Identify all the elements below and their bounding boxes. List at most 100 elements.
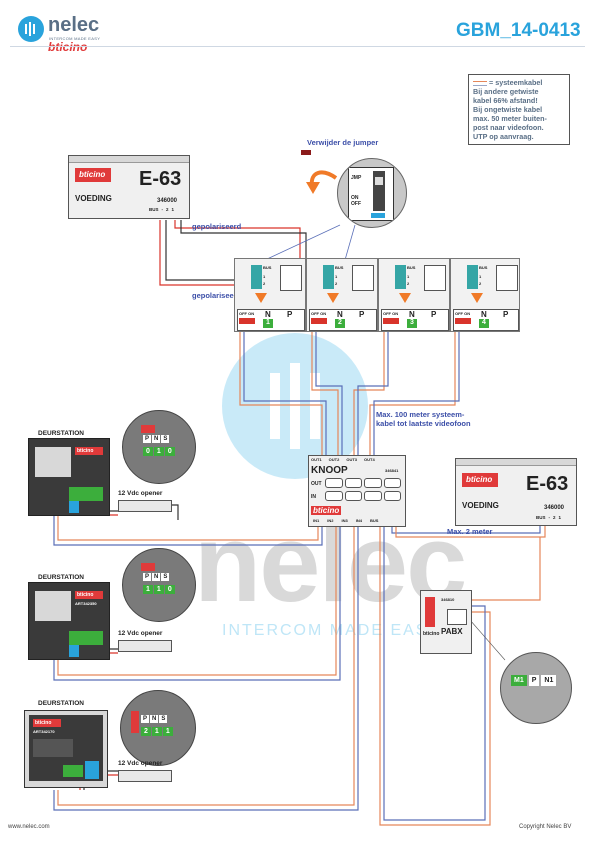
vp-term-bus: BUS — [479, 265, 488, 270]
knoop-brand: bticino — [311, 506, 342, 515]
ds3-cfg-value-s: 1 — [162, 727, 173, 736]
ds3-cfg-value-n: 1 — [151, 727, 162, 736]
door-opener — [118, 640, 172, 652]
door-opener — [118, 500, 172, 512]
vp-term-1: 1 — [263, 274, 266, 279]
pabx-article: 346810 — [441, 597, 455, 602]
ds2-cfg-value-p: 1 — [143, 585, 153, 594]
door-station-brand: bticino — [77, 448, 94, 454]
ds2-cfg-label-p: P — [143, 573, 152, 581]
jumper-on-label: ON — [351, 195, 359, 201]
knoop-in4: IN4 — [355, 518, 362, 523]
vp-switch: OFF ON — [311, 311, 327, 316]
opener-label: 12 Vdc opener — [118, 490, 163, 497]
pabx-unit: bticino PABX 346810 — [420, 590, 472, 654]
watermark-tagline: INTERCOM MADE EASY — [222, 622, 442, 639]
ds1-cfg-label-s: S — [161, 435, 170, 443]
max-2m-note: Max. 2 meter — [447, 527, 493, 536]
polarized-note-2: gepolariseerd — [192, 291, 242, 300]
door-station-config-callout: P N S 1 1 0 — [122, 548, 196, 622]
vp-term-1: 1 — [335, 274, 338, 279]
vp-n-label: N — [409, 310, 415, 319]
pabx-config-callout: M1 P N1 — [500, 652, 572, 724]
vp-term-2: 2 — [407, 281, 410, 286]
knoop-in1: IN1 — [313, 518, 320, 523]
jumper-detail-callout: JMP ON OFF — [337, 158, 407, 228]
ds1-cfg-label-n: N — [152, 435, 161, 443]
door-station: bticino ART342170 — [24, 710, 108, 788]
vp-term-1: 1 — [407, 274, 410, 279]
supply-right-brand: bticino — [464, 475, 495, 484]
legend-line-4: Bij ongetwiste kabel — [473, 105, 543, 114]
vp-p-label: P — [359, 310, 365, 319]
power-supply-top: bticino E-63 VOEDING 346000 BUS - 2 1 — [68, 155, 190, 219]
legend-line-2: Bij andere getwiste — [473, 87, 539, 96]
footer-website[interactable]: www.nelec.com — [8, 824, 50, 830]
door-station-article: ART342350 — [75, 601, 97, 606]
jumper-jmp-label: JMP — [351, 175, 362, 181]
logo-name: nelec — [48, 14, 100, 36]
legend-line-1: = systeemkabel — [489, 78, 543, 87]
legend-box: = systeemkabel Bij andere getwiste kabel… — [468, 74, 570, 145]
videophone-unit: BUS 1 2 OFF ON N P 2 — [306, 258, 378, 332]
system-cable-swatch — [473, 80, 487, 86]
vp-n-label: N — [337, 310, 343, 319]
legend-line-6: post naar videofoon. — [473, 123, 544, 132]
door-station-config-callout: P N S 0 1 0 — [122, 410, 196, 484]
supply-right-term-1: 1 — [558, 515, 562, 520]
vp-term-bus: BUS — [335, 265, 344, 270]
supply-right-term-bus: BUS — [536, 515, 546, 520]
door-station-brand: bticino — [35, 720, 52, 726]
supply-right-model: E-63 — [526, 473, 569, 495]
supply-right-term-minus: - — [548, 515, 551, 520]
door-station-title: DEURSTATION — [38, 430, 84, 437]
cable-supply-top-red — [159, 220, 255, 286]
knoop-out-label: OUT — [311, 481, 322, 487]
vp-switch: OFF ON — [455, 311, 471, 316]
vp-switch: OFF ON — [239, 311, 255, 316]
ds2-cfg-label-s: S — [161, 573, 170, 581]
pabx-cfg-p: P — [528, 675, 540, 686]
ds1-cfg-value-n: 1 — [153, 447, 164, 456]
vp-term-bus: BUS — [263, 265, 272, 270]
pabx-cfg-n1: N1 — [541, 675, 557, 686]
ds1-cfg-label-p: P — [143, 435, 152, 443]
videophone-row: BUS 1 2 OFF ON N P 1 BUS 1 2 OFF ON N P … — [234, 258, 520, 332]
vp-term-bus: BUS — [407, 265, 416, 270]
vp-p-label: P — [431, 310, 437, 319]
arrow-down-icon — [255, 293, 267, 303]
vp-switch: OFF ON — [383, 311, 399, 316]
supply-top-term-1: 1 — [171, 207, 175, 212]
vp-n-label: N — [265, 310, 271, 319]
logo-brand: bticino — [48, 40, 88, 54]
vp-value: 2 — [338, 319, 342, 326]
pabx-brand: bticino — [423, 631, 440, 637]
knoop-in-label: IN — [311, 494, 316, 500]
vp-term-2: 2 — [479, 281, 482, 286]
jumper-note: Verwijder de jumper — [307, 138, 379, 147]
vp-value: 3 — [410, 319, 414, 326]
arrow-down-icon — [399, 293, 411, 303]
document-number: GBM_14-0413 — [456, 20, 581, 41]
logo-mark-icon — [18, 16, 44, 42]
knoop-in3: IN3 — [341, 518, 348, 523]
opener-label: 12 Vdc opener — [118, 630, 163, 637]
legend-line-5: max. 50 meter buiten- — [473, 114, 547, 123]
supply-right-term-2: 2 — [553, 515, 556, 520]
pabx-label: PABX — [441, 627, 463, 636]
legend-line-7: UTP op aanvraag. — [473, 132, 534, 141]
door-opener — [118, 770, 172, 782]
door-station-brand: bticino — [77, 592, 94, 598]
door-station-title: DEURSTATION — [38, 700, 84, 707]
ds3-cfg-label-n: N — [150, 715, 159, 723]
knoop-out1: OUT1 — [311, 457, 322, 462]
ds3-cfg-label-p: P — [141, 715, 150, 723]
watermark-bars-icon — [270, 363, 320, 449]
knoop-out3: OUT3 — [346, 457, 358, 462]
vp-term-2: 2 — [263, 281, 266, 286]
videophone-unit: BUS 1 2 OFF ON N P 1 — [234, 258, 306, 332]
door-station: bticino ART342350 — [28, 582, 110, 660]
videophone-unit: BUS 1 2 OFF ON N P 4 — [450, 258, 520, 332]
opener-label: 12 Vdc opener — [118, 760, 163, 767]
